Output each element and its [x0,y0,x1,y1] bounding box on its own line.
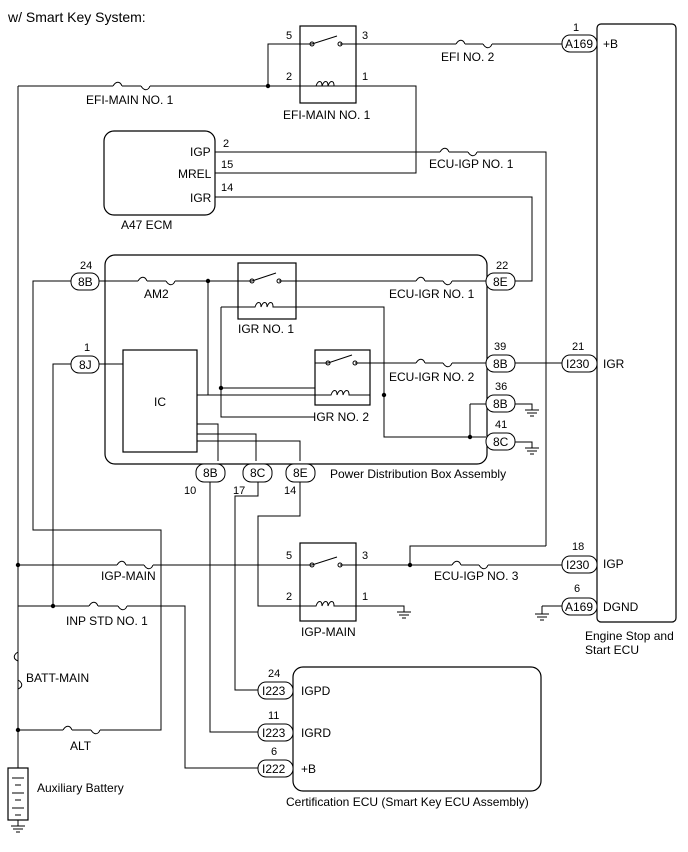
conn-8e-right: 8E [493,275,508,289]
fuse-label-ecu-igp3: ECU-IGP NO. 3 [434,569,519,583]
relay-igp-label: IGP-MAIN [301,625,356,639]
fuse-label-alt: ALT [70,739,92,753]
conn-8e-bottom: 8E [293,466,308,480]
conn-i222-b: I222 [262,762,286,776]
conn-8b-right: 8B [493,357,508,371]
ecm-pin-igr: IGR [190,191,212,205]
conn-8b-left: 8B [78,275,93,289]
relay-igp-pin3: 3 [362,550,368,562]
fuse-label-inp-std1: INP STD NO. 1 [66,614,148,628]
conn-8c-bottom: 8C [250,466,266,480]
engine-ecu-label-line1: Engine Stop and [585,629,674,643]
conn-i223-igpd: I223 [262,684,286,698]
fuse-label-igp-main: IGP-MAIN [101,569,156,583]
conn-8b-bottom-pin: 10 [184,485,196,497]
relay-efi-label: EFI-MAIN NO. 1 [283,108,371,122]
engine-ecu-label-line2: Start ECU [585,643,639,657]
ecm-box [103,130,216,216]
conn-8b-left-pin: 24 [80,260,92,272]
conn-8c-gnd: 8C [493,435,509,449]
battery-label: Auxiliary Battery [37,781,124,795]
conn-i230-igr-pin: 21 [572,341,584,353]
conn-i230-igr: I230 [566,357,590,371]
relay-efi-pin1: 1 [362,71,368,83]
conn-8c-gnd-pin: 41 [495,419,507,431]
cert-ecu-label: Certification ECU (Smart Key ECU Assembl… [286,795,529,809]
engine-ecu-pin-b: +B [603,37,618,51]
conn-a169-dgnd: A169 [565,600,593,614]
fuse-label-am2: AM2 [144,287,169,301]
cert-ecu-pin-igrd: IGRD [301,726,331,740]
fuse-label-efi-main1: EFI-MAIN NO. 1 [86,93,174,107]
fuse-label-ecu-igp1: ECU-IGP NO. 1 [429,157,514,171]
conn-8b-gnd: 8B [493,397,508,411]
conn-8e-bottom-pin: 14 [284,485,296,497]
conn-8b-gnd-pin: 36 [495,381,507,393]
ic-box [122,349,198,453]
wires [17,43,562,826]
cert-ecu-pin-igpd: IGPD [301,684,331,698]
ecm-pin-mrel-number: 15 [221,159,233,171]
engine-ecu-box [596,23,677,623]
ecm-pin-mrel: MREL [178,167,212,181]
relay-igr1-label: IGR NO. 1 [238,322,294,336]
ic-label: IC [154,395,166,409]
engine-ecu-pin-dgnd: DGND [603,600,639,614]
conn-8c-bottom-pin: 17 [233,485,245,497]
pdb-label: Power Distribution Box Assembly [330,467,506,481]
relay-efi-pin2: 2 [286,71,292,83]
cert-ecu-box [292,666,542,792]
conn-8j: 8J [79,358,92,372]
cert-ecu-pin-b: +B [301,762,316,776]
relay-efi-main-no1 [299,25,357,104]
fuse-label-efi-no2: EFI NO. 2 [441,50,495,64]
ecm-pin-igr-number: 14 [221,182,233,194]
junction-dots [15,83,473,733]
relay-igp-pin5: 5 [286,550,292,562]
conn-i223-igrd: I223 [262,726,286,740]
relay-efi-pin5: 5 [286,30,292,42]
fuse-symbols [13,39,493,735]
fuse-label-batt-main: BATT-MAIN [26,671,89,685]
conn-i230-igp: I230 [566,558,590,572]
conn-i223-igrd-pin: 11 [268,710,279,722]
relay-efi-pin3: 3 [362,30,368,42]
ground-symbols [11,409,549,833]
relay-igp-pin2: 2 [286,591,292,603]
conn-8e-right-pin: 22 [496,260,508,272]
engine-ecu-pin-igr: IGR [603,357,625,371]
conn-i222-b-pin: 6 [271,746,277,758]
ecm-pin-igp: IGP [190,145,211,159]
diagram-title: w/ Smart Key System: [7,9,146,25]
ecm-pin-igp-number: 2 [223,138,229,150]
relay-igp-main [299,542,357,622]
conn-i230-igp-pin: 18 [572,541,584,553]
ecm-label: A47 ECM [121,218,172,232]
conn-a169-top-pin: 1 [573,22,579,34]
conn-8b-bottom: 8B [203,466,218,480]
relay-igr-no1 [237,262,297,320]
conn-a169-dgnd-pin: 6 [574,583,580,595]
relay-igr-no2 [314,349,371,406]
relay-igp-pin1: 1 [362,591,368,603]
conn-i223-igpd-pin: 24 [268,668,280,680]
conn-8j-pin: 1 [84,342,90,354]
engine-ecu-pin-igp: IGP [603,557,624,571]
conn-a169-top: A169 [565,37,593,51]
relay-igr2-label: IGR NO. 2 [313,410,369,424]
fuse-label-ecu-igr1: ECU-IGR NO. 1 [389,287,475,301]
battery-symbol [7,767,29,821]
conn-8b-right-pin: 39 [494,341,506,353]
fuse-label-ecu-igr2: ECU-IGR NO. 2 [389,370,475,384]
